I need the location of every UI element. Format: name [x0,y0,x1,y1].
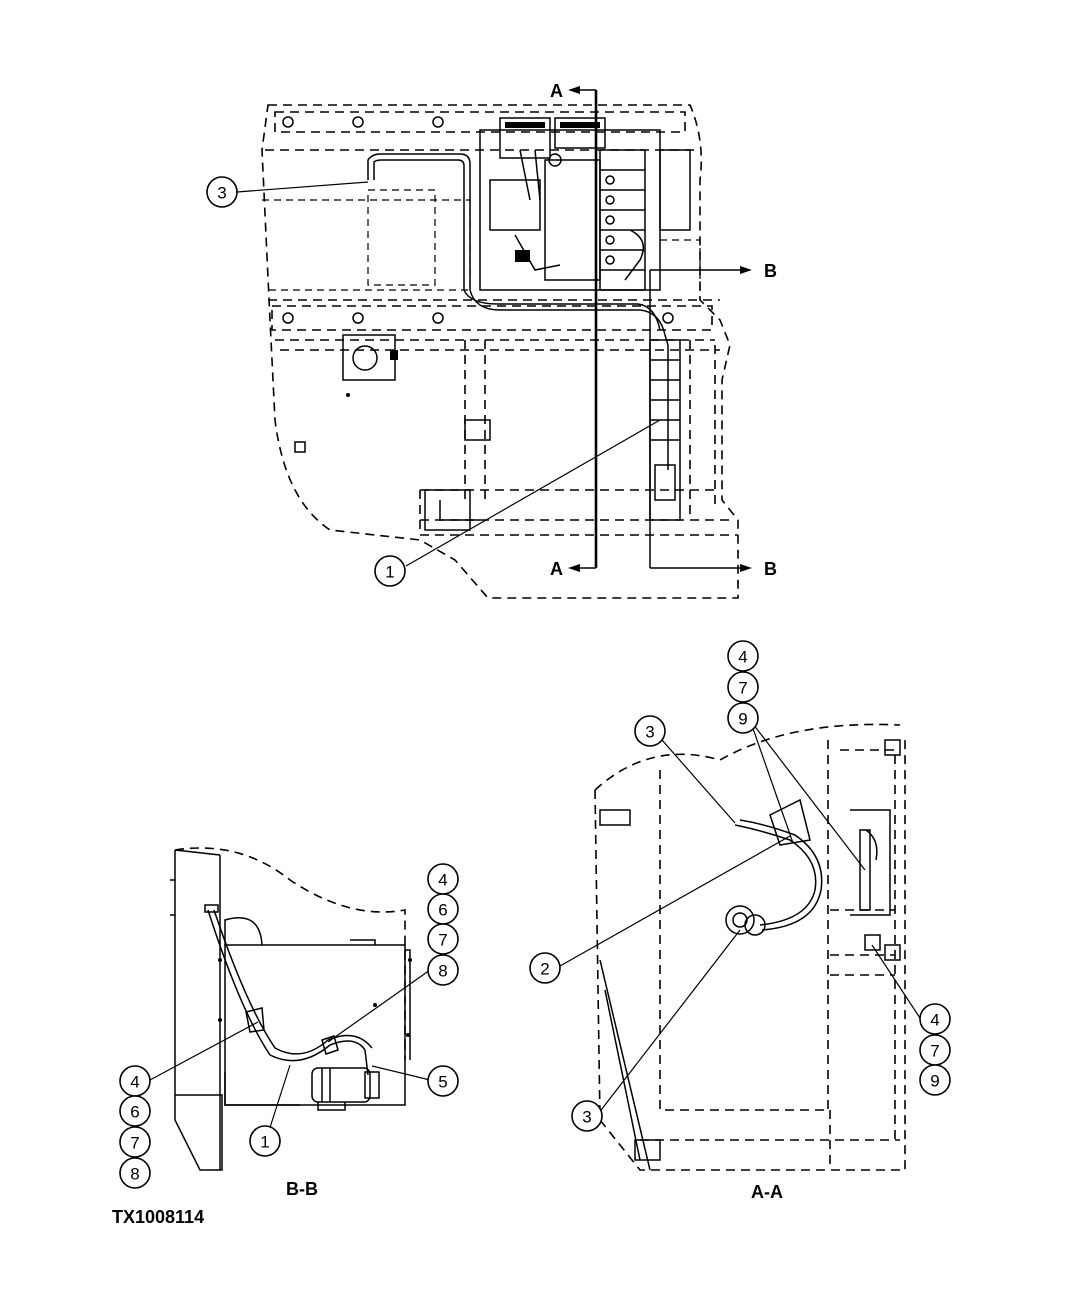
callout-7-aa-right: 7 [919,1034,951,1066]
svg-text:1: 1 [260,1133,269,1152]
callout-8-bb-right: 8 [427,954,459,986]
svg-text:8: 8 [130,1165,139,1184]
svg-text:3: 3 [582,1108,591,1127]
callout-1-bb: 1 [249,1125,281,1157]
svg-text:3: 3 [645,723,654,742]
section-label-b-bottom: B [764,559,777,579]
callout-4-aa-top: 4 [727,640,759,672]
section-label-a-bottom: A [550,559,563,579]
svg-text:2: 2 [540,960,549,979]
callout-4-aa-right: 4 [919,1003,951,1035]
section-label-b-top: B [764,261,777,281]
view-caption-b-b: B-B [286,1179,318,1199]
callout-5-bb: 5 [427,1065,459,1097]
callout-7-aa-top: 7 [727,671,759,703]
svg-text:4: 4 [438,871,447,890]
figure-id: TX1008114 [112,1207,204,1227]
svg-text:6: 6 [130,1103,139,1122]
svg-text:5: 5 [438,1073,447,1092]
callout-6-bb-right: 6 [427,893,459,925]
b-b-view: 4 6 7 8 4 6 7 8 [119,847,459,1199]
callout-1-top: 1 [374,555,406,587]
callout-3-top: 3 [206,176,238,208]
callout-8-bb-left: 8 [119,1157,151,1189]
callout-3-aa-bottom: 3 [571,1100,603,1132]
svg-text:8: 8 [438,962,447,981]
svg-text:6: 6 [438,901,447,920]
svg-text:7: 7 [438,931,447,950]
svg-text:3: 3 [217,184,226,203]
svg-text:7: 7 [738,679,747,698]
callout-7-bb-left: 7 [119,1126,151,1158]
callout-4-bb-right: 4 [427,863,459,895]
svg-text:1: 1 [385,563,394,582]
callout-6-bb-left: 6 [119,1095,151,1127]
view-caption-a-a: A-A [751,1182,783,1202]
callout-2-aa: 2 [529,952,561,984]
svg-text:4: 4 [130,1073,139,1092]
svg-text:4: 4 [738,648,747,667]
svg-text:7: 7 [130,1134,139,1153]
callout-9-aa-top: 9 [727,702,759,734]
svg-text:9: 9 [930,1072,939,1091]
callout-9-aa-right: 9 [919,1064,951,1096]
svg-text:4: 4 [930,1011,939,1030]
section-label-a-top: A [550,81,563,101]
svg-text:7: 7 [930,1042,939,1061]
callout-4-bb-left: 4 [119,1065,151,1097]
callout-3-aa-top: 3 [634,715,666,747]
top-view: A A B B 3 1 [206,81,777,599]
a-a-view: 4 7 9 3 2 3 4 7 [529,640,951,1202]
callout-7-bb-right: 7 [427,923,459,955]
svg-text:9: 9 [738,710,747,729]
